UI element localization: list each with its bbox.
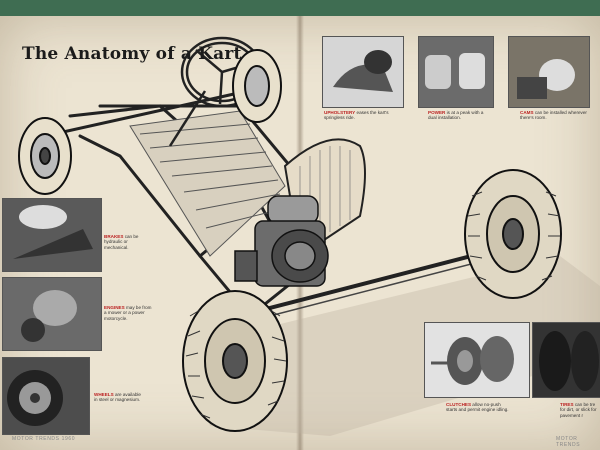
article-title: The Anatomy of a Kart <box>22 44 242 64</box>
caption-tires: TIRES can be tre for dirt, or slick for … <box>560 402 597 418</box>
photo-wheels <box>2 357 90 435</box>
photo-tires <box>532 322 600 398</box>
caption-engines: ENGINES may be from a mower or a power m… <box>104 305 152 321</box>
photo-upholstery <box>322 36 404 108</box>
caption-brakes: BRAKES can be hydraulic or mechanical. <box>104 234 139 250</box>
photo-engines <box>2 277 102 351</box>
photo-brakes <box>2 198 102 272</box>
caption-cams: CAMS can be installed wherever there's r… <box>520 110 587 121</box>
photo-cams <box>508 36 590 108</box>
caption-power: POWER is at a peak with a dual installat… <box>428 110 484 121</box>
footer-left: MOTOR TRENDS 1960 <box>12 436 76 442</box>
photo-power <box>418 36 494 108</box>
kart-illustration <box>18 36 600 436</box>
caption-clutches: CLUTCHES allow no-push starts and permit… <box>446 402 509 413</box>
footer-right: MOTOR TRENDS <box>556 436 581 448</box>
photo-clutches <box>424 322 530 398</box>
caption-wheels: WHEELS are available in steel or magnesi… <box>94 392 141 403</box>
caption-upholstery: UPHOLSTERY eases the kart's springless r… <box>324 110 389 121</box>
